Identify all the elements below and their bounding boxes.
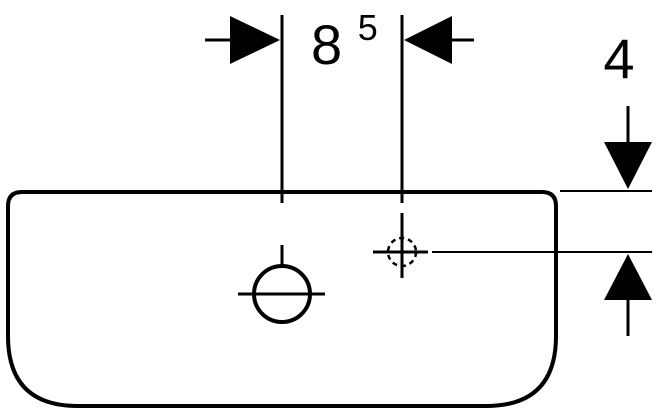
basin-outline	[6, 190, 558, 408]
upper-vertical-arrow	[604, 142, 652, 189]
lower-vertical-arrow	[604, 254, 652, 300]
horizontal-dimension-label: 8 5	[311, 7, 378, 76]
right-dimension-arrow	[404, 16, 452, 64]
dimension-base: 8	[311, 13, 342, 76]
dimension-superscript: 5	[358, 7, 378, 48]
left-dimension-arrow	[230, 16, 280, 64]
vertical-dimension-label: 4	[603, 27, 634, 90]
